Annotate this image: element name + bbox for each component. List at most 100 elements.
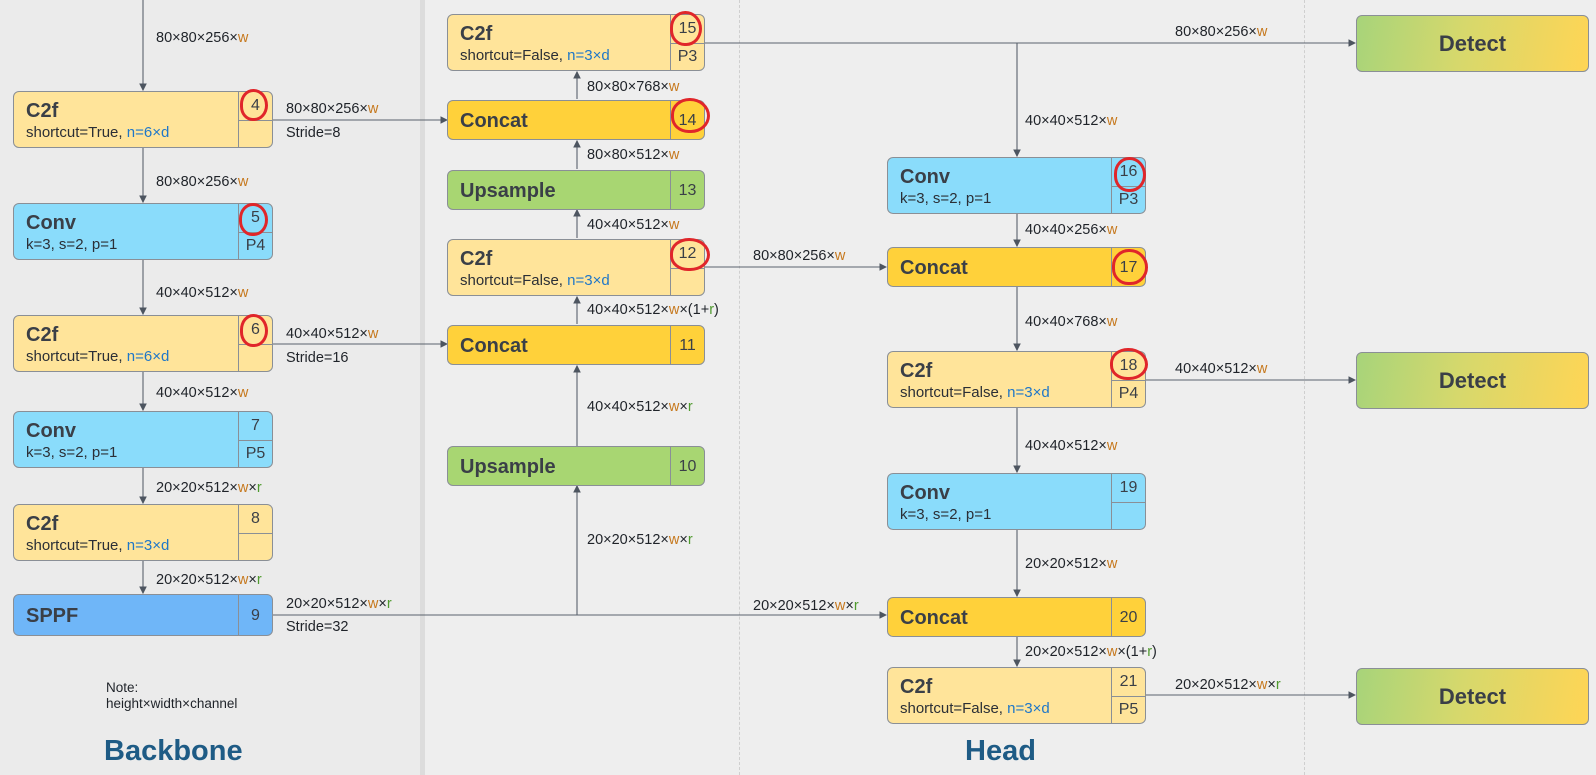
block-params: k=3, s=2, p=1 — [900, 190, 992, 207]
block-params: shortcut=False, n=3×d — [460, 47, 610, 64]
block-name: Concat — [460, 110, 528, 132]
detect-head-p5: Detect — [1356, 668, 1589, 725]
concat-block-17: Concat 17 — [887, 247, 1146, 287]
block-name: C2f — [460, 248, 493, 270]
highlight-circle — [240, 89, 268, 121]
index-cell: 9 — [238, 595, 272, 635]
c2f-block-12: C2f shortcut=False, n=3×d 12 — [447, 239, 705, 296]
stride-label: Stride=16 — [286, 350, 349, 366]
block-index: 13 — [678, 182, 697, 199]
tensor-shape-label: 40×40×512×w — [156, 285, 249, 301]
tensor-shape-label: 40×40×256×w — [1025, 222, 1118, 238]
tensor-shape-label: 80×80×256×w — [156, 30, 249, 46]
block-index: 9 — [251, 607, 260, 624]
block-index: 8 — [251, 510, 260, 527]
tensor-shape-label: 40×40×512×w — [1025, 113, 1118, 129]
detect-head-p3: Detect — [1356, 15, 1589, 72]
tensor-shape-label: 80×80×256×w — [753, 248, 846, 264]
tensor-shape-label: 80×80×256×w — [286, 101, 379, 117]
block-params: shortcut=False, n=3×d — [900, 700, 1050, 717]
concat-block-14: Concat 14 — [447, 100, 705, 140]
tensor-shape-label: 80×80×256×w — [156, 174, 249, 190]
tensor-shape-label: 20×20×512×w×(1+r) — [1025, 644, 1157, 660]
conv-block-19: Conv k=3, s=2, p=1 19 — [887, 473, 1146, 530]
concat-block-11: Concat 11 — [447, 325, 705, 365]
block-scale: P4 — [245, 237, 266, 254]
index-cell: 20 — [1111, 598, 1145, 636]
index-cell: 13 — [670, 171, 704, 209]
block-params: shortcut=False, n=3×d — [900, 384, 1050, 401]
block-name: C2f — [26, 513, 59, 535]
upsample-block-13: Upsample 13 — [447, 170, 705, 210]
tensor-shape-label: 20×20×512×w×r — [587, 532, 693, 548]
tensor-shape-label: 20×20×512×w×r — [753, 598, 859, 614]
block-name: SPPF — [26, 605, 79, 627]
block-params: shortcut=False, n=3×d — [460, 272, 610, 289]
sppf-block-9: SPPF 9 — [13, 594, 273, 636]
highlight-circle — [1110, 348, 1148, 380]
block-index: 21 — [1119, 673, 1138, 690]
detect-label: Detect — [1438, 30, 1507, 56]
tensor-shape-label: 80×80×768×w — [587, 79, 680, 95]
highlight-circle — [1112, 249, 1148, 285]
stride-label: Stride=32 — [286, 619, 349, 635]
block-name: Conv — [26, 420, 76, 442]
tensor-shape-label: 40×40×512×w — [1025, 438, 1118, 454]
block-name: Upsample — [460, 456, 556, 478]
tensor-shape-label: 20×20×512×w×r — [1175, 677, 1281, 693]
index-cell: 8 — [238, 505, 272, 560]
highlight-circle — [1114, 157, 1146, 192]
tensor-shape-label: 40×40×512×w — [1175, 361, 1268, 377]
block-index: 11 — [679, 337, 696, 354]
block-name: C2f — [900, 676, 933, 698]
highlight-circle — [671, 98, 710, 133]
tensor-shape-label: 40×40×512×w×r — [587, 399, 693, 415]
tensor-shape-label: 40×40×512×w — [156, 385, 249, 401]
block-scale: P3 — [1118, 191, 1139, 208]
block-params: k=3, s=2, p=1 — [900, 506, 992, 523]
highlight-circle — [670, 11, 702, 46]
block-scale: P5 — [245, 445, 266, 462]
detect-head-p4: Detect — [1356, 352, 1589, 409]
tensor-shape-label: 80×80×256×w — [1175, 24, 1268, 40]
block-params: shortcut=True, n=3×d — [26, 537, 170, 554]
block-index: 19 — [1119, 479, 1138, 496]
concat-block-20: Concat 20 — [887, 597, 1146, 637]
block-name: Upsample — [460, 180, 556, 202]
tensor-shape-label: 20×20×512×w — [1025, 556, 1118, 572]
block-name: Conv — [900, 166, 950, 188]
index-cell: 10 — [670, 447, 704, 485]
block-params: shortcut=True, n=6×d — [26, 124, 170, 141]
block-params: shortcut=True, n=6×d — [26, 348, 170, 365]
index-cell: 11 — [670, 326, 704, 364]
block-index: 20 — [1119, 609, 1138, 626]
tensor-shape-label: 20×20×512×w×r — [156, 480, 262, 496]
tensor-shape-label: 40×40×512×w×(1+r) — [587, 302, 719, 318]
upsample-block-10: Upsample 10 — [447, 446, 705, 486]
tensor-shape-label: 40×40×512×w — [587, 217, 680, 233]
tensor-shape-label: 80×80×512×w — [587, 147, 680, 163]
highlight-circle — [239, 203, 268, 236]
block-index: 7 — [251, 417, 260, 434]
note: Note:height×width×channel — [106, 680, 238, 711]
block-name: C2f — [26, 324, 59, 346]
block-name: C2f — [900, 360, 933, 382]
highlight-circle — [240, 314, 268, 347]
highlight-circle — [670, 238, 710, 271]
detect-label: Detect — [1438, 367, 1507, 393]
c2f-block-8: C2f shortcut=True, n=3×d 8 — [13, 504, 273, 561]
stride-label: Stride=8 — [286, 125, 341, 141]
tensor-shape-label: 20×20×512×w×r — [286, 596, 392, 612]
block-params: k=3, s=2, p=1 — [26, 236, 118, 253]
block-name: Concat — [900, 257, 968, 279]
tensor-shape-label: 40×40×768×w — [1025, 314, 1118, 330]
block-index: 10 — [678, 458, 697, 475]
column-divider — [1304, 0, 1305, 775]
block-name: Concat — [900, 607, 968, 629]
